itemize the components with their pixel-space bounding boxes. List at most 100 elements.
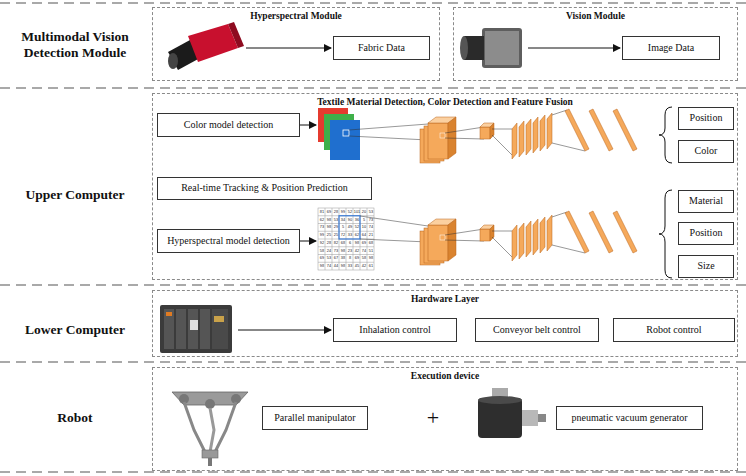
group-box: Execution deviceParallel manipulator pneu… [152, 367, 738, 471]
grid-value: 49 [347, 225, 351, 229]
grid-value: 69 [354, 256, 358, 260]
camera-body-side [228, 22, 244, 48]
generator-top [478, 396, 522, 404]
box-text: Position [690, 113, 723, 124]
group-title: Execution device [153, 371, 737, 381]
grid-value: 38 [340, 256, 344, 260]
camera-body [482, 28, 522, 68]
grid-value: 25 [333, 233, 337, 237]
grid-value: 8 [348, 256, 350, 260]
flow-arrow [300, 241, 316, 242]
grid-value: 98 [340, 249, 344, 253]
cnn-color [420, 109, 637, 163]
plc-module [188, 309, 198, 349]
box-text: pneumatic vacuum generator [571, 413, 687, 424]
plus-sign: + [427, 405, 439, 431]
robot-motor [205, 399, 215, 409]
process-box: Color [678, 140, 734, 163]
process-box: Robot control [613, 318, 735, 342]
camera-body-face [485, 31, 519, 65]
grid-value: 98 [340, 264, 344, 268]
plc-body [160, 305, 232, 353]
plc-module [200, 309, 210, 349]
row-separator [0, 361, 746, 362]
grid-value: 21 [368, 233, 372, 237]
row-separator [0, 471, 746, 472]
grid-value: 53 [333, 218, 337, 222]
grid-value: 58 [319, 249, 323, 253]
box-text: Material [689, 196, 723, 207]
grid-value: 23 [347, 249, 351, 253]
process-box: Position [678, 107, 734, 130]
flow-arrow [238, 330, 331, 331]
grid-value: 42 [354, 249, 358, 253]
grid-value: 74 [361, 249, 365, 253]
group-box: Hyperspectral ModuleFabric Data [152, 7, 440, 81]
grid-value: 33 [347, 233, 351, 237]
process-box: Real-time Tracking & Position Prediction [157, 177, 372, 200]
row-label: Upper Computer [5, 187, 145, 203]
box-text: Inhalation control [359, 325, 430, 336]
row-separator [0, 284, 746, 285]
delta-robot [172, 392, 248, 466]
box-text: Conveyor belt control [493, 325, 581, 336]
grid-value: 24 [326, 249, 330, 253]
brace [659, 190, 672, 278]
flow-arrow [528, 48, 620, 49]
end-effector [202, 450, 218, 458]
grid-value: 29 [333, 225, 337, 229]
projection-line [360, 216, 428, 226]
camera-lens-front [168, 53, 178, 69]
process-box: Color model detection [157, 113, 300, 137]
group-box: Textile Material Detection, Color Detect… [152, 93, 738, 280]
group-title: Textile Material Detection, Color Detect… [153, 97, 737, 107]
grid-value: 82 [333, 241, 337, 245]
hyperspectral-camera [168, 22, 244, 70]
plc-controller [160, 305, 232, 353]
grid-value: 28 [333, 210, 337, 214]
grid-value: 98 [354, 241, 358, 245]
box-text: Color model detection [184, 120, 273, 131]
grid-value: 81 [319, 210, 323, 214]
box-text: Real-time Tracking & Position Prediction [181, 183, 348, 194]
grid-value: 53 [368, 210, 372, 214]
flow-arrow [300, 125, 316, 126]
grid-value: 51 [368, 249, 372, 253]
process-box: Conveyor belt control [475, 318, 599, 342]
process-box: Material [678, 190, 734, 213]
grid-value: 34 [340, 218, 344, 222]
grid-value: 68 [368, 241, 372, 245]
plc-module [176, 309, 186, 349]
plc-terminal [190, 320, 198, 330]
plc-terminal [214, 316, 224, 322]
grid-value: 67 [333, 256, 337, 260]
plc-module [164, 309, 174, 349]
row-separator [0, 2, 746, 3]
industrial-camera [460, 28, 522, 68]
grid-value: 74 [326, 264, 330, 268]
grid-value: 98 [326, 225, 330, 229]
grid-value: 73 [319, 225, 323, 229]
row-separator [0, 87, 746, 88]
grid-value: 98 [326, 218, 330, 222]
box-text: Hyperspectral model detection [167, 236, 290, 247]
vacuum-generator [478, 388, 546, 438]
box-text: Position [690, 228, 723, 239]
box-text: Size [697, 261, 714, 272]
row-label: Lower Computer [5, 322, 145, 338]
row-label: Robot [5, 410, 145, 426]
grid-value: 98 [368, 256, 372, 260]
grid-value: 69 [326, 210, 330, 214]
grid-value: 25 [326, 233, 330, 237]
box-text: Parallel manipulator [274, 413, 355, 424]
projection-line [349, 124, 428, 130]
grid-value: 73 [333, 249, 337, 253]
robot-arm [210, 408, 214, 452]
group-box: Hardware LayerInhalation controlConveyor… [152, 290, 738, 357]
grid-value: 62 [319, 218, 323, 222]
grid-value: 20 [361, 210, 365, 214]
plc-indicator [166, 312, 172, 316]
grid-value: 99 [319, 233, 323, 237]
group-box: Vision ModuleImage Data [453, 7, 738, 81]
